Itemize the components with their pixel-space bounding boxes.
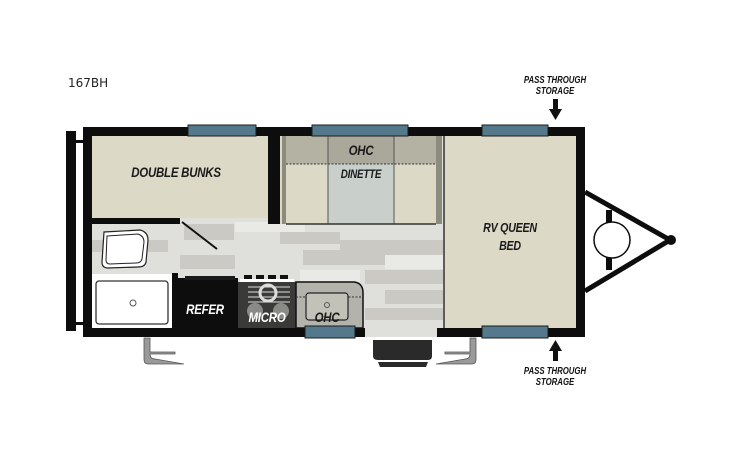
- bunk-wall: [268, 136, 280, 224]
- entry-step: [373, 340, 432, 360]
- rear-bumper: [66, 131, 76, 331]
- queen-bed-area: [444, 136, 576, 328]
- label-bed: BED: [499, 238, 521, 253]
- callout-top-line2: STORAGE: [535, 86, 575, 97]
- propane-tank: [593, 221, 631, 259]
- callout-bottom-line2: STORAGE: [535, 377, 575, 388]
- callout-bottom-line1: PASS THROUGH: [523, 366, 587, 377]
- label-double-bunks: DOUBLE BUNKS: [131, 164, 221, 180]
- microwave: [238, 282, 296, 328]
- trailer-tongue: [583, 189, 676, 294]
- stabilizer-jack-front: [435, 337, 477, 365]
- label-dinette: DINETTE: [340, 167, 382, 181]
- stabilizer-jack-rear: [143, 337, 185, 365]
- callout-pass-through-bottom: PASS THROUGH STORAGE: [520, 366, 590, 388]
- arrow-up-icon: [549, 340, 562, 361]
- callout-pass-through-top: PASS THROUGH STORAGE: [520, 75, 590, 97]
- windows: [187, 124, 549, 339]
- double-bunks-area: [92, 136, 270, 218]
- model-number: 167BH: [68, 76, 109, 90]
- label-micro: MICRO: [248, 309, 286, 325]
- dinette-table: [328, 164, 394, 224]
- arrow-down-icon: [549, 99, 562, 120]
- label-ohc-bottom: OHC: [314, 309, 340, 325]
- toilet: [101, 229, 149, 269]
- galley-sink: [305, 292, 349, 321]
- refrigerator: [172, 278, 238, 328]
- shower: [95, 280, 169, 325]
- label-refer: REFER: [186, 301, 224, 317]
- floor-planks-light: [235, 222, 443, 282]
- label-rv-queen: RV QUEEN: [483, 220, 537, 235]
- entry-door: [365, 328, 437, 337]
- label-ohc-top: OHC: [348, 142, 374, 158]
- hitch-coupler: [666, 235, 676, 245]
- callout-top-line1: PASS THROUGH: [523, 75, 587, 86]
- bath-wall: [92, 218, 180, 224]
